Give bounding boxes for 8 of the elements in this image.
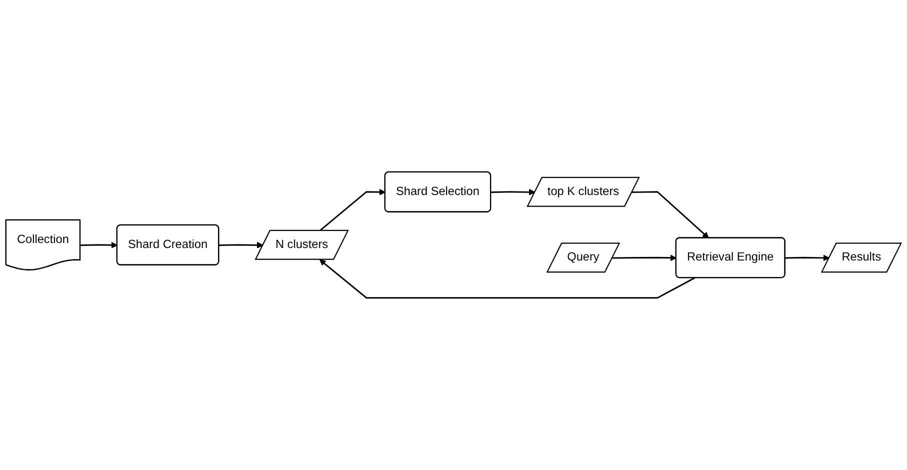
arrow bbox=[490, 189, 536, 196]
arrow bbox=[632, 191, 709, 238]
arrow bbox=[80, 242, 118, 248]
arrow bbox=[319, 259, 695, 299]
arrow bbox=[319, 188, 386, 232]
arrow bbox=[785, 254, 830, 262]
arrow bbox=[218, 242, 264, 248]
arrow bbox=[612, 254, 677, 262]
